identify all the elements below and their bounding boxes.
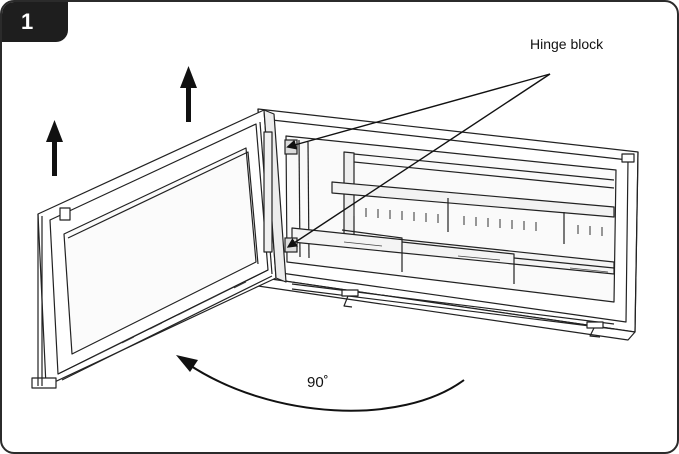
leader-lines: [286, 73, 551, 248]
firebox: [257, 108, 639, 341]
burner-rail-top: [331, 181, 615, 218]
step-number-badge: 1: [2, 2, 68, 42]
door: [31, 109, 287, 389]
curved-arrow-icon: [176, 355, 465, 412]
burner-tray: [291, 227, 615, 275]
door-glass: [63, 147, 257, 355]
hinge-block-top: [284, 139, 298, 155]
hinge-block-label: Hinge block: [530, 36, 604, 52]
rotation-angle-label: 90˚: [307, 374, 329, 391]
up-arrow-icon: [46, 66, 197, 176]
leader-line-top: [286, 73, 551, 150]
leader-line-bottom: [286, 73, 551, 248]
